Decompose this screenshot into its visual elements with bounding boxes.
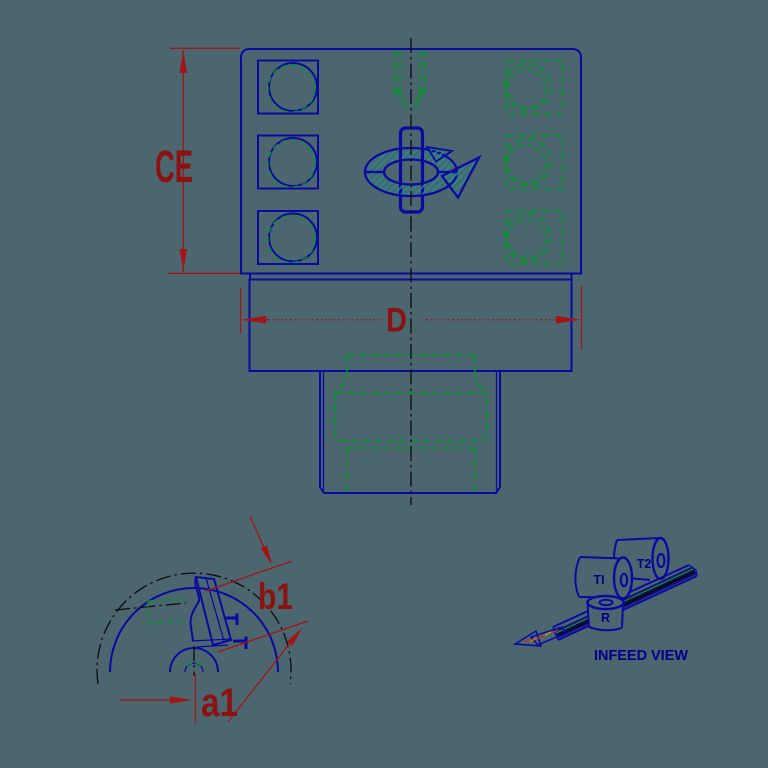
- t2-center-hole: [656, 552, 666, 569]
- front-view: CE D: [155, 38, 583, 505]
- a1-arrow: [170, 696, 192, 704]
- infeed-view-caption: INFEED VIEW: [594, 648, 688, 664]
- hidden-pocket-rect: [505, 59, 564, 115]
- hidden-bore-circle: [503, 63, 552, 111]
- d-arrow-right: [556, 315, 580, 324]
- hidden-pocket-rect: [505, 210, 564, 265]
- dimension-a1: a1: [120, 674, 238, 725]
- hidden-bore-inner-circle: [506, 143, 547, 184]
- t2-end-face: [651, 536, 670, 581]
- dimension-ce: CE: [155, 47, 240, 274]
- b1-arrow-lower: [286, 628, 302, 646]
- insert-bottom-line2: [196, 644, 229, 648]
- center-hole-arc: [184, 662, 204, 673]
- infeed-direction-arrow-icon: [512, 626, 568, 647]
- t1-label: TI: [593, 573, 604, 587]
- left-pockets: [257, 59, 319, 265]
- detail-centerline-horizontal: [114, 602, 187, 611]
- drive-pin-and-rotation: [363, 126, 482, 214]
- b1-arrow-upper: [260, 545, 272, 565]
- bore-circle: [268, 212, 318, 263]
- hidden-bore-inner-circle: [506, 68, 547, 109]
- b1-leader-lower: [227, 637, 295, 723]
- right-hidden-pockets: [503, 59, 564, 265]
- r-top-face: [586, 594, 625, 611]
- rotation-arrow-icon: [440, 154, 482, 200]
- b1-dimension-label: b1: [258, 576, 293, 617]
- r-center-hole: [598, 598, 614, 607]
- t2-label: T2: [637, 557, 652, 571]
- b1-witness-lower: [217, 620, 309, 653]
- rotation-arrow-tail: [425, 145, 455, 163]
- insert-holder: [194, 575, 233, 647]
- detail-hidden-lines: [147, 598, 187, 625]
- t1-end-face: [612, 556, 634, 600]
- tool-head-block-outline: [240, 48, 582, 275]
- t1-center-hole: [619, 572, 629, 588]
- insert-left-profile: [189, 576, 201, 642]
- bore-circle: [268, 62, 318, 112]
- hidden-bore-circle: [503, 138, 552, 186]
- insert-bottom-line: [191, 638, 232, 642]
- a1-dimension-label: a1: [201, 681, 238, 725]
- insert-edge-line: [205, 577, 225, 642]
- pitch-circle-centerline-arc: [96, 572, 292, 685]
- d-dimension-label: D: [386, 302, 407, 340]
- thread-circle-hidden: [267, 214, 316, 264]
- hidden-center-tool-outline: [394, 50, 426, 112]
- center-hole-hidden-arc: [186, 662, 202, 667]
- thread-circle-hidden: [267, 64, 316, 113]
- dimension-b1: b1: [205, 515, 309, 723]
- r-label: R: [601, 611, 610, 625]
- thread-circle-hidden: [267, 139, 316, 188]
- detail-view: b1 a1: [96, 515, 309, 725]
- d-arrow-left: [242, 315, 266, 324]
- cylinder-t1: TI: [574, 556, 634, 600]
- ce-arrow-down: [179, 249, 187, 272]
- bore-circle: [268, 137, 318, 187]
- infeed-view: T2 TI R: [512, 536, 698, 664]
- ce-arrow-up: [179, 50, 187, 73]
- roller-r: R: [586, 594, 625, 632]
- hidden-pocket-rect: [505, 134, 564, 190]
- ce-dimension-label: CE: [155, 141, 193, 192]
- dimension-d: D: [239, 286, 583, 350]
- b1-witness-upper: [205, 560, 293, 592]
- hidden-bore-circle: [503, 213, 552, 262]
- spindle-shaft: [319, 371, 501, 494]
- insert-tool: [189, 575, 248, 649]
- hidden-bore-inner-circle: [506, 219, 547, 259]
